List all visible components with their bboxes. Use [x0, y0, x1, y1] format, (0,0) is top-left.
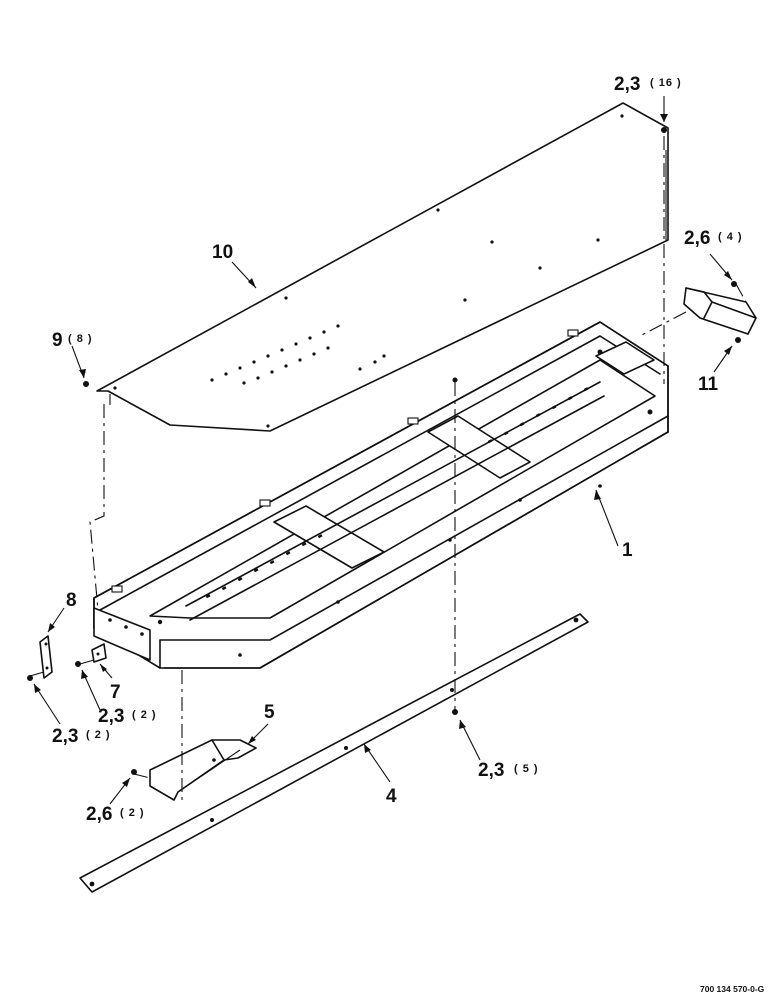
svg-text:2,6: 2,6: [684, 228, 710, 249]
callout-part-8: 8: [66, 590, 77, 611]
bracket-part-11: [683, 287, 757, 335]
cover-panel-part-10: [96, 102, 669, 432]
callout-part-1: 1: [622, 540, 633, 561]
svg-text:2,3: 2,3: [614, 74, 640, 95]
svg-text:2,3: 2,3: [98, 706, 124, 727]
callout-part-7: 7: [110, 682, 121, 703]
svg-text:1: 1: [622, 540, 633, 561]
frame-part-1: [93, 321, 669, 669]
plate-part-8: [39, 635, 53, 679]
leader-lines: [33, 96, 733, 805]
callout-hardware-center-bottom: 2,3 ( 5 ): [478, 760, 539, 781]
svg-text:2,3: 2,3: [52, 726, 78, 747]
callout-hardware-top-right: 2,3 ( 16 ): [614, 74, 682, 95]
svg-text:( 4 ): ( 4 ): [718, 231, 743, 243]
figure-reference-number: 700 134 570-0-G: [700, 984, 765, 994]
svg-text:4: 4: [386, 786, 397, 807]
svg-text:11: 11: [698, 374, 719, 395]
svg-text:( 5 ): ( 5 ): [514, 763, 539, 775]
svg-text:( 2 ): ( 2 ): [86, 729, 111, 741]
callout-hardware-left-outer: 2,3 ( 2 ): [52, 726, 111, 747]
svg-text:( 16 ): ( 16 ): [650, 77, 682, 89]
callout-part-11: 11: [698, 374, 719, 395]
svg-text:2,3: 2,3: [478, 760, 504, 781]
svg-text:8: 8: [66, 590, 77, 611]
callout-part-4: 4: [386, 786, 397, 807]
svg-text:5: 5: [264, 702, 275, 723]
svg-text:( 2 ): ( 2 ): [120, 807, 145, 819]
svg-text:7: 7: [110, 682, 121, 703]
assembly-lines: [29, 136, 747, 800]
svg-text:2,6: 2,6: [86, 804, 112, 825]
callout-part-10: 10: [212, 242, 233, 263]
clip-part-7: [91, 643, 107, 663]
callout-hardware-left-bracket: 2,6 ( 2 ): [86, 804, 145, 825]
fasteners: [27, 127, 741, 775]
callout-part-9: 9 ( 8 ): [52, 330, 93, 351]
callout-hardware-left-inner: 2,3 ( 2 ): [98, 706, 157, 727]
svg-text:( 2 ): ( 2 ): [132, 709, 157, 721]
strap-part-4: [79, 613, 589, 893]
svg-text:( 8 ): ( 8 ): [68, 333, 93, 345]
callout-part-5: 5: [264, 702, 275, 723]
callout-hardware-right-bracket: 2,6 ( 4 ): [684, 228, 743, 249]
bracket-part-5: [149, 739, 257, 801]
svg-text:10: 10: [212, 242, 233, 263]
svg-text:9: 9: [52, 330, 63, 351]
